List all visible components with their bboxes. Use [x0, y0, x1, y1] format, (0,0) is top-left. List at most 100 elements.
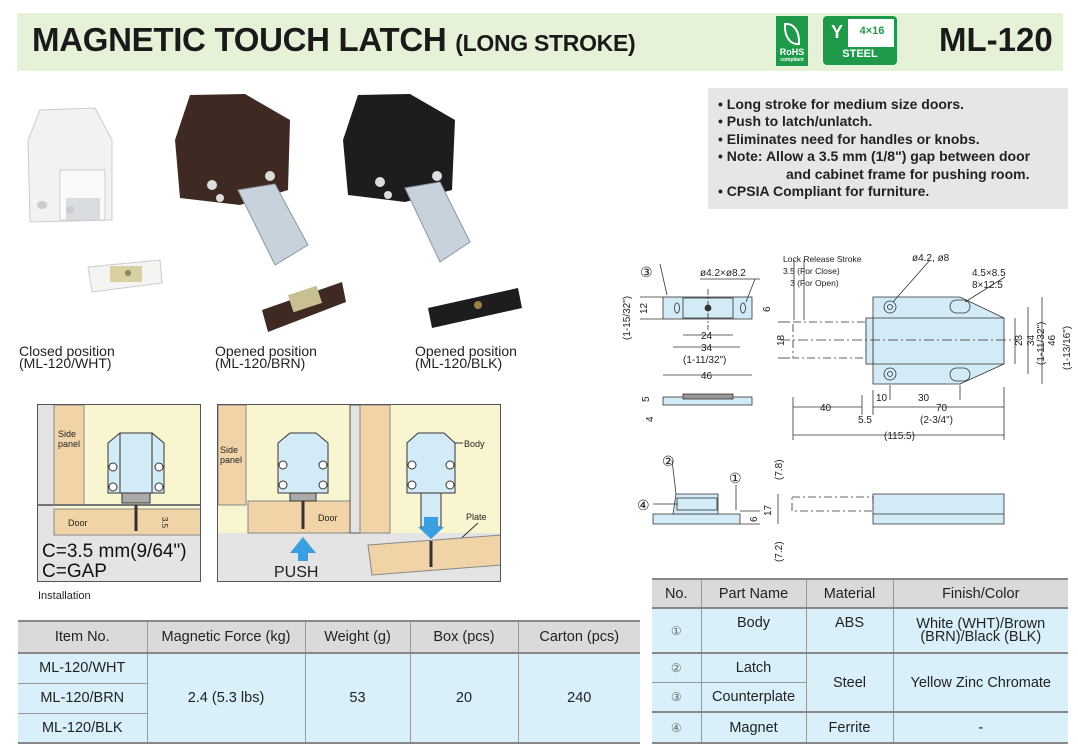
part-name: Counterplate [700, 681, 806, 713]
dim-label: 3.5 (For Close) [783, 266, 840, 276]
plate-label: Plate [466, 512, 487, 522]
dim-label: (2-3/4") [920, 415, 953, 426]
dim-label: ø4.2, ø8 [912, 253, 950, 264]
box-qty: 20 [409, 652, 519, 744]
black-latch-image [343, 94, 522, 328]
product-caption-brown: Opened position(ML-120/BRN) [215, 343, 317, 371]
dim-label: 17 [763, 504, 774, 516]
table-row: ML-120/WHT 2.4 (5.3 lbs) 53 20 240 [18, 652, 640, 744]
screw-material: STEEL [826, 47, 894, 62]
part-material: ABS [805, 607, 894, 654]
callout-2: ② [662, 453, 675, 469]
column-header: Part Name [700, 578, 807, 609]
part-finish: White (WHT)/Brown (BRN)/Black (BLK) [892, 607, 1068, 654]
column-header: Magnetic Force (kg) [146, 620, 306, 654]
column-header: Carton (pcs) [517, 620, 640, 654]
item-no: ML-120/BRN [18, 682, 147, 714]
product-caption-black: Opened position(ML-120/BLK) [415, 344, 517, 370]
table-row: ④ Magnet Ferrite - [652, 711, 1068, 744]
column-header: Finish/Color [892, 578, 1068, 609]
part-material: Steel [805, 652, 894, 713]
rohs-sub: compliant [780, 57, 804, 63]
parts-table: No. Part Name Material Finish/Color ① Bo… [652, 578, 1068, 744]
dim-label: 46 [1047, 334, 1058, 346]
installation-push-panel: Side panel Door Body Plate PUSH [217, 404, 501, 582]
table-row: ML-120/BRN [18, 682, 640, 714]
part-material: Ferrite [805, 711, 894, 744]
dim-label: Lock Release Stroke [783, 254, 862, 264]
installation-closed-panel: Side panel Door 3.5 C=3.5 mm(9/64") C=GA… [37, 404, 201, 582]
dim-label: 6 [749, 516, 760, 522]
part-no: ② [652, 652, 702, 683]
part-finish: - [892, 711, 1068, 744]
dim-label: 23 [1014, 334, 1025, 346]
push-arrow-icon [290, 537, 316, 561]
technical-drawing: ③ ø4.2×ø8.2 (1-15/32") 12 6 24 34 (1-11/… [622, 253, 1073, 562]
dim-label: (1-13/16") [1062, 326, 1073, 370]
title-subtitle: (LONG STROKE) [455, 30, 636, 56]
dim-label: (115.5) [884, 431, 915, 442]
gap-dimension: 3.5 [160, 517, 169, 529]
feature-list: Long stroke for medium size doors. Push … [708, 88, 1068, 209]
table-header-row: Item No. Magnetic Force (kg) Weight (g) … [18, 620, 640, 654]
column-header: Material [805, 578, 894, 609]
dim-label: 5 [641, 396, 652, 402]
dim-label: 30 [918, 393, 930, 404]
weight: 53 [304, 652, 411, 744]
installation-label: Installation [38, 590, 91, 602]
down-arrow-icon [418, 517, 444, 539]
dim-label: 18 [776, 334, 787, 346]
callout-1: ① [729, 470, 742, 486]
title-text: MAGNETIC TOUCH LATCH [32, 21, 447, 58]
dim-label: 46 [701, 371, 713, 382]
side-dims: ② ① ④ (7.8) 17 6 (7.2) [637, 453, 785, 562]
caption-code: (ML-120/BRN) [215, 355, 306, 371]
magnetic-force: 2.4 (5.3 lbs) [146, 652, 306, 744]
feature-item: CPSIA Compliant for furniture. [718, 183, 1058, 200]
feature-item: Long stroke for medium size doors. [718, 96, 1058, 113]
caption-text: Closed position [19, 343, 115, 359]
dim-label: 70 [936, 403, 948, 414]
dim-label: 8×12.5 [972, 280, 1003, 291]
item-no: ML-120/WHT [18, 652, 148, 684]
dim-label: (7.2) [774, 541, 785, 562]
item-no: ML-120/BLK [18, 712, 147, 744]
leaf-icon [784, 23, 800, 45]
screw-icon: Y [826, 19, 848, 49]
latch-dims: Lock Release Stroke 3.5 (For Close) 3 (F… [776, 253, 1073, 442]
dim-label: (7.8) [774, 459, 785, 480]
product-caption-white: Closed position(ML-120/WHT) [19, 343, 115, 371]
screw-size: 4×16 [859, 25, 885, 37]
feature-item: Note: Allow a 3.5 mm (1/8") gap between … [718, 148, 1058, 165]
feature-item: Push to latch/unlatch. [718, 113, 1058, 130]
feature-item-continued: and cabinet frame for pushing room. [786, 165, 1030, 182]
spec-table: Item No. Magnetic Force (kg) Weight (g) … [18, 620, 640, 744]
dim-label: 6 [762, 306, 773, 312]
brown-latch-image [175, 94, 346, 332]
caption-text: Opened position [215, 343, 317, 359]
column-header: Box (pcs) [409, 620, 519, 654]
latch-body-push [277, 432, 329, 529]
gap-note: C=3.5 mm(9/64") [42, 541, 187, 562]
caption-code: (ML-120/WHT) [19, 355, 112, 371]
side-panel-label: panel [58, 439, 80, 449]
dim-label: 10 [876, 393, 888, 404]
dim-label: (1-11/32") [1036, 322, 1047, 365]
part-no: ④ [652, 711, 702, 744]
side-panel-label: panel [220, 455, 242, 465]
door-label: Door [68, 518, 88, 528]
white-latch-image [27, 107, 163, 293]
callout-3: ③ [640, 264, 653, 280]
product-photos [27, 94, 522, 332]
part-finish: Yellow Zinc Chromate [892, 652, 1068, 713]
column-header: No. [652, 578, 702, 609]
dim-label: 34 [1026, 334, 1037, 346]
part-name: Body [700, 607, 807, 654]
push-label: PUSH [274, 564, 318, 581]
door-label: Door [318, 513, 338, 523]
part-no: ③ [652, 681, 702, 713]
door-open [367, 534, 500, 576]
rohs-label: RoHS [779, 47, 805, 57]
